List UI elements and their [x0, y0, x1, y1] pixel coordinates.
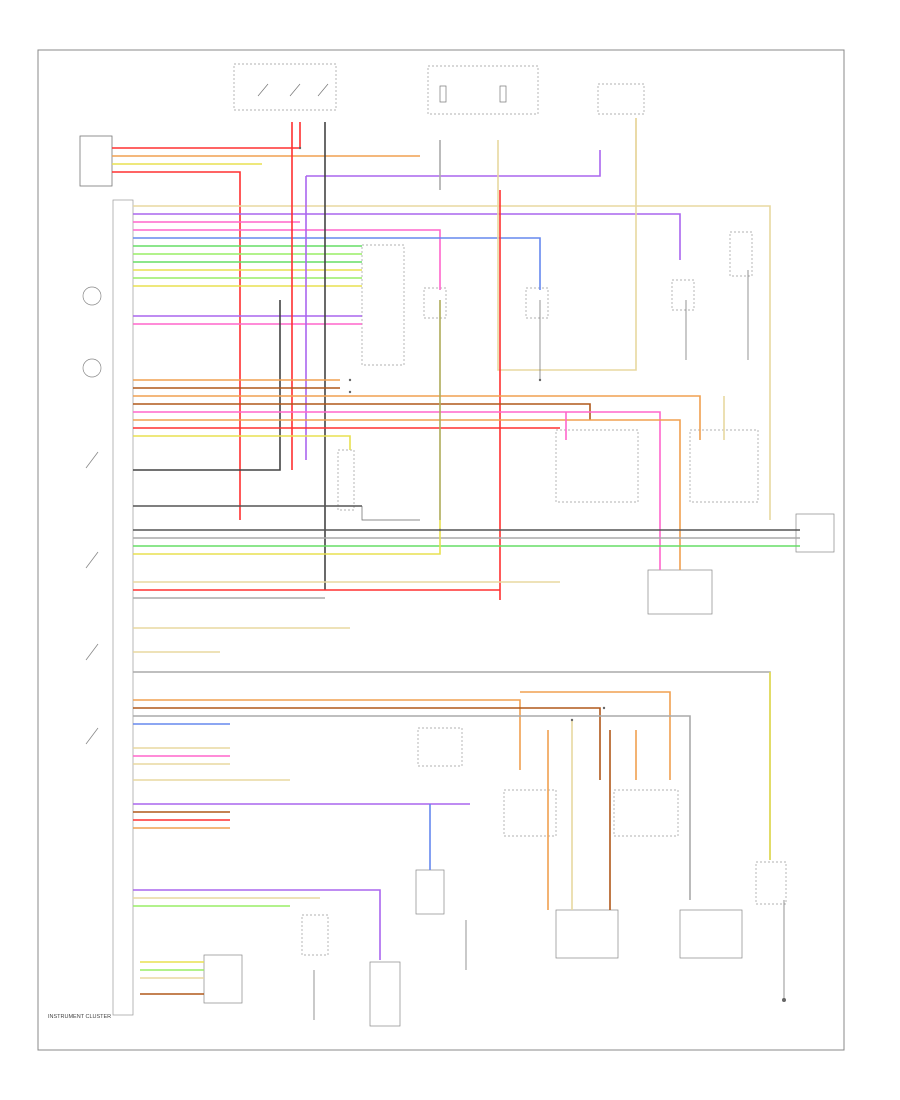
wire-violet-1	[133, 213, 681, 260]
wire-orange-4	[133, 419, 681, 570]
wire-blue-1	[133, 237, 541, 290]
ignition-switch-contact-2	[289, 83, 301, 97]
lamp-indicator-icon-1	[85, 451, 99, 469]
wire-violet-v	[306, 150, 601, 177]
ignition-switch-contact-1	[257, 83, 269, 97]
instrument-cluster-outline	[112, 199, 134, 1016]
central-locking-module-box	[647, 569, 713, 615]
fuel-pump-relay-box	[597, 83, 645, 115]
gauge-indicator-icon-1	[82, 286, 102, 306]
fuse-1	[439, 85, 447, 103]
gauge-sender-box	[203, 954, 243, 1004]
rear-light-module-box	[369, 961, 401, 1027]
wire-red-2	[112, 171, 241, 520]
brake-fluid-switch-box	[525, 287, 549, 319]
seat-belt-module-box	[337, 449, 355, 511]
interior-module-left	[555, 909, 619, 959]
emergency-flasher-box	[729, 231, 753, 277]
ground-wires	[313, 270, 785, 1020]
abs-module-box	[555, 429, 639, 503]
gauge-indicator-icon-2	[82, 358, 102, 378]
reverse-light-switch-box	[417, 727, 463, 767]
connector-ticks	[298, 146, 786, 1002]
rear-sensor-module-right	[613, 789, 679, 837]
wire-orange-3	[133, 395, 701, 440]
cluster-module-box	[79, 135, 113, 187]
wire-brown-low	[133, 707, 601, 780]
fuse-panel-box	[427, 65, 539, 115]
lamp-indicator-icon-4	[85, 727, 99, 745]
fuse-2	[499, 85, 507, 103]
wire-violet-low-2	[133, 889, 381, 960]
oil-pressure-module-box	[689, 429, 759, 503]
wire-tan-1	[133, 205, 771, 520]
ignition-switch-box	[233, 63, 337, 111]
wire-yellow-3	[133, 435, 351, 450]
interior-module-right	[679, 909, 743, 959]
diagram-border	[37, 49, 845, 1051]
lamp-indicator-icon-3	[85, 643, 99, 661]
wire-tan-v	[497, 118, 637, 371]
wire-pink-4	[133, 411, 661, 570]
wire-brown-2	[133, 403, 591, 420]
wire-gray-low-3	[133, 715, 691, 900]
brake-light-switch-box	[755, 861, 787, 905]
fuel-level-sender-box	[423, 287, 447, 319]
wire-yellow-long	[133, 300, 441, 555]
footer-label: INSTRUMENT CLUSTER	[48, 1014, 111, 1020]
ignition-lock-switch-box	[301, 914, 329, 956]
transmission-module-box	[415, 869, 445, 915]
lamp-indicator-icon-2	[85, 551, 99, 569]
wire-orange-low	[133, 699, 521, 770]
rear-sensor-module-left	[503, 789, 557, 837]
anti-theft-module-box	[795, 513, 835, 553]
ignition-switch-contact-3	[317, 83, 329, 97]
wire-red-1	[112, 122, 301, 149]
wire-orange-low-2	[520, 691, 671, 780]
engine-control-module-box	[361, 244, 405, 366]
parking-brake-switch-box	[671, 279, 695, 311]
wire-black-v2	[133, 300, 281, 471]
wires	[112, 118, 800, 995]
wire-pink-2	[133, 229, 441, 290]
